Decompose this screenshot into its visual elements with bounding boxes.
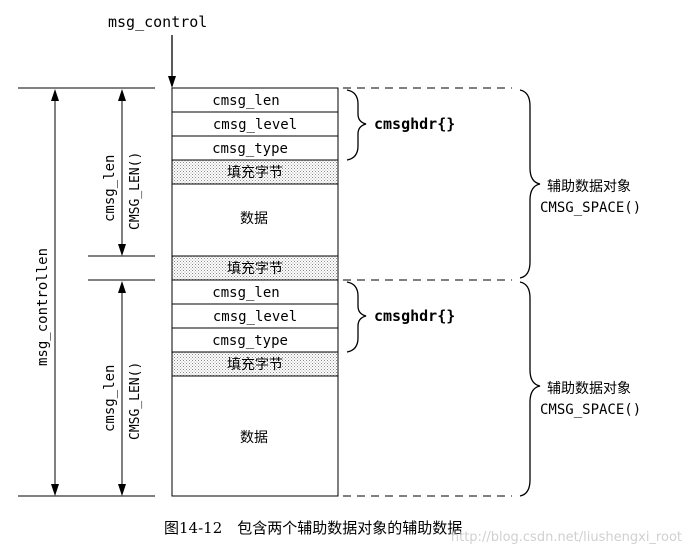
padding-bytes-text-2: 填充字节 [227,357,283,373]
cmsg-type-field-1 [171,135,339,161]
ancillary-object-brace-2 [519,281,541,497]
cmsghdr-brace-1 [346,89,367,161]
cmsghdr-label-2: cmsghdr{} [374,307,455,325]
cmsg-level-field-2 [171,303,339,329]
padding-bytes-1 [171,159,339,185]
padding-bytes-between-text: 填充字节 [227,261,283,277]
cmsg-len-macro-label-2: CMSG_LEN() [128,362,143,440]
cmsg-len-arrow-bottom-1 [118,244,126,256]
ancillary-object-space-label-2: CMSG_SPACE() [540,402,641,418]
ancillary-object-label-2: 辅助数据对象 [547,381,631,397]
padding-bytes-text-1: 填充字节 [227,165,283,181]
cmsg-level-field-text-1: cmsg_level [213,117,297,133]
msg-controllen-label: msg_controllen [35,248,51,366]
cmsg-len-label-2: cmsg_len [102,365,118,432]
ancillary-object-label-1: 辅助数据对象 [547,179,631,195]
cmsg-len-arrow-top-2 [118,281,126,293]
cmsg-len-field-text-2: cmsg_len [212,285,279,301]
ancillary-object-brace-1 [519,89,541,279]
cmsghdr-label-1: cmsghdr{} [374,115,455,133]
msg-controllen-arrow-top [51,89,59,101]
padding-bytes-between [171,255,339,281]
cmsg-len-field-2 [171,279,339,305]
cmsg-len-field-1 [171,87,339,113]
cmsghdr-brace-2 [346,281,367,353]
cmsg-len-field-text-1: cmsg_len [212,93,279,109]
data-area-2 [171,375,339,497]
cmsg-len-arrow-bottom-2 [118,484,126,496]
figure-caption: 图14-12 包含两个辅助数据对象的辅助数据 [164,519,462,537]
cmsg-type-field-text-1: cmsg_type [212,141,288,157]
data-area-1 [171,183,339,257]
msg-controllen-arrow-bottom [51,484,59,496]
cmsg-type-field-text-2: cmsg_type [212,333,288,349]
cmsg-len-macro-label-1: CMSG_LEN() [128,152,143,230]
data-area-text-1: 数据 [240,211,268,227]
cmsg-len-label-1: cmsg_len [102,155,118,222]
cmsg-level-field-text-2: cmsg_level [213,309,297,325]
msg-control-label: msg_control [108,13,207,31]
cmsg-len-arrow-top-1 [118,89,126,101]
ancillary-object-space-label-1: CMSG_SPACE() [540,200,641,216]
padding-bytes-2 [171,351,339,377]
msg-control-arrow-head [168,76,176,88]
watermark: http://blog.csdn.net/liushengxi_root [451,530,682,545]
data-area-text-2: 数据 [240,430,268,446]
